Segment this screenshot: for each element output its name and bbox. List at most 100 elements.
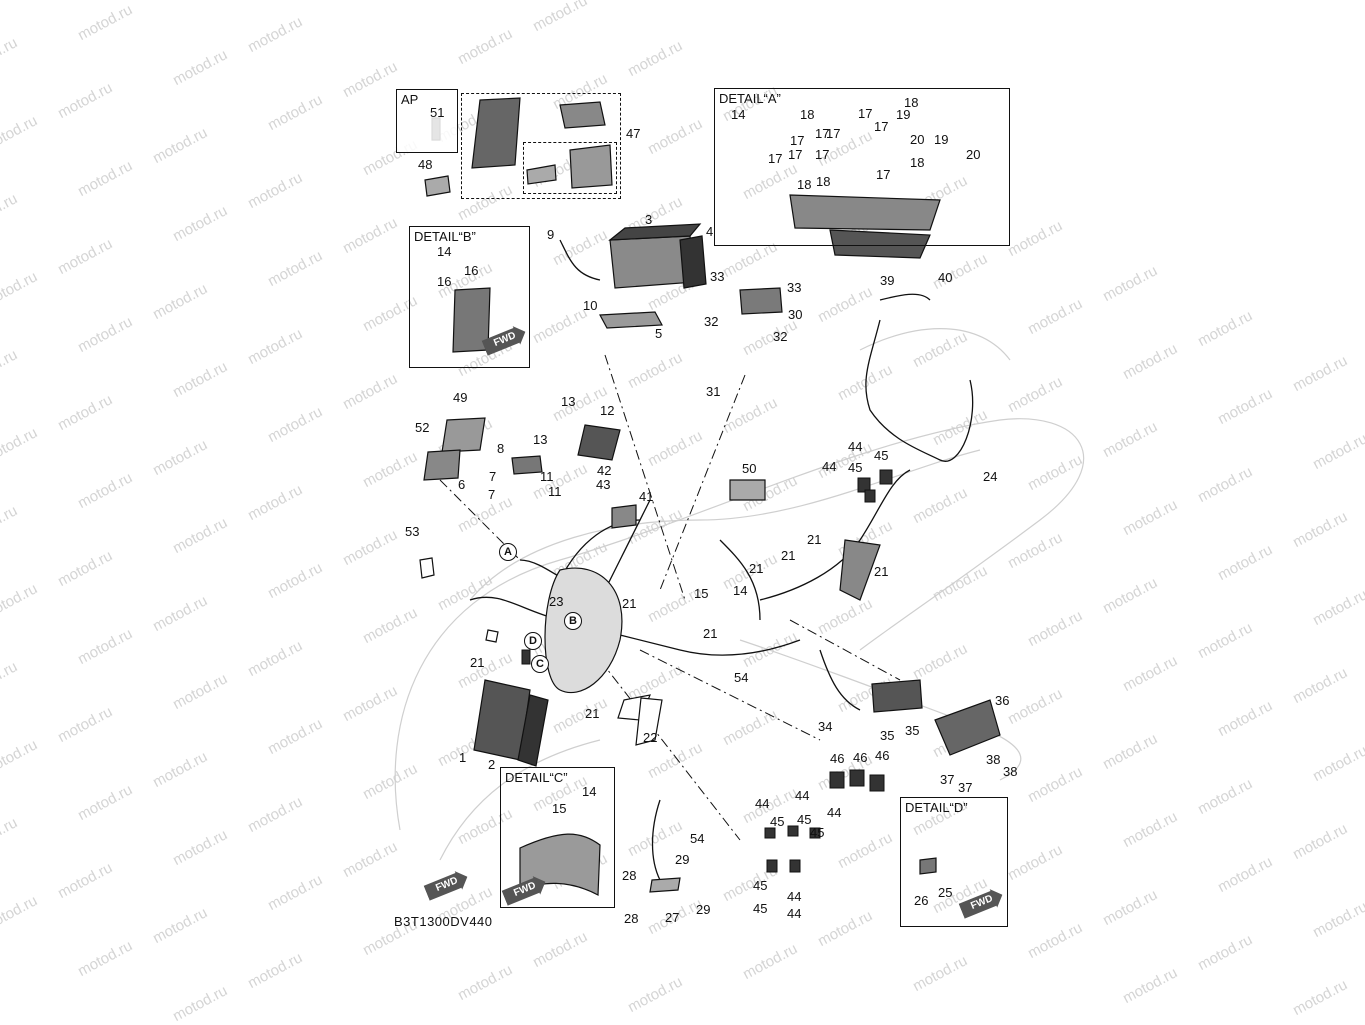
detail-a-box: DETAIL“A”	[714, 88, 1010, 246]
detail-c-title: DETAIL“C”	[505, 770, 568, 785]
callout-21: 21	[874, 564, 889, 579]
callout-44: 44	[822, 459, 837, 474]
detail-d-title: DETAIL“D”	[905, 800, 968, 815]
detail-a-callout-19: 19	[896, 107, 911, 122]
detail-a-callout-18: 18	[800, 107, 815, 122]
detail-a-callout-19: 19	[934, 132, 949, 147]
callout-45: 45	[797, 812, 812, 827]
callout-3: 3	[645, 212, 653, 227]
callout-6: 6	[458, 477, 466, 492]
callout-4: 4	[706, 224, 714, 239]
marker-a: A	[499, 543, 517, 561]
callout-45: 45	[753, 901, 768, 916]
kit-47-subgroup-outline	[523, 142, 617, 194]
callout-46: 46	[875, 748, 890, 763]
callout-28: 28	[624, 911, 639, 926]
callout-49: 49	[453, 390, 468, 405]
marker-c: C	[531, 655, 549, 673]
detail-a-callout-20: 20	[966, 147, 981, 162]
callout-28: 28	[622, 868, 637, 883]
callout-21: 21	[622, 596, 637, 611]
callout-12: 12	[600, 403, 615, 418]
callout-40: 40	[938, 270, 953, 285]
callout-29: 29	[696, 902, 711, 917]
callout-35: 35	[880, 728, 895, 743]
callout-39: 39	[880, 273, 895, 288]
callout-45: 45	[848, 460, 863, 475]
callout-21: 21	[703, 626, 718, 641]
detail-b-title: DETAIL“B”	[414, 229, 476, 244]
detail-a-callout-17: 17	[874, 119, 889, 134]
detail-b-callout-14: 14	[437, 244, 452, 259]
callout-48: 48	[418, 157, 433, 172]
diagram-code: B3T1300DV440	[394, 914, 493, 929]
detail-b-callout-16: 16	[464, 263, 479, 278]
callout-44: 44	[848, 439, 863, 454]
detail-a-callout-17: 17	[876, 167, 891, 182]
callout-47: 47	[626, 126, 641, 141]
callout-21: 21	[749, 561, 764, 576]
detail-a-callout-18: 18	[904, 95, 919, 110]
callout-33: 33	[787, 280, 802, 295]
marker-b: B	[564, 612, 582, 630]
callout-34: 34	[818, 719, 833, 734]
callout-30: 30	[788, 307, 803, 322]
callout-5: 5	[655, 326, 663, 341]
detail-d-callout-26: 26	[914, 893, 929, 908]
detail-b-callout-16: 16	[437, 274, 452, 289]
callout-54: 54	[734, 670, 749, 685]
callout-44: 44	[787, 889, 802, 904]
callout-38: 38	[1003, 764, 1018, 779]
callout-21: 21	[470, 655, 485, 670]
detail-a-callout-17: 17	[815, 126, 830, 141]
callout-31: 31	[706, 384, 721, 399]
detail-b-box: DETAIL“B”	[409, 226, 530, 368]
callout-1: 1	[459, 750, 467, 765]
callout-45: 45	[753, 878, 768, 893]
detail-a-callout-17: 17	[788, 147, 803, 162]
callout-46: 46	[830, 751, 845, 766]
callout-21: 21	[585, 706, 600, 721]
detail-d-box: DETAIL“D”	[900, 797, 1008, 927]
callout-10: 10	[583, 298, 598, 313]
callout-21: 21	[781, 548, 796, 563]
callout-13: 13	[561, 394, 576, 409]
callout-50: 50	[742, 461, 757, 476]
callout-9: 9	[547, 227, 555, 242]
marker-d: D	[524, 632, 542, 650]
callout-33: 33	[710, 269, 725, 284]
callout-51: 51	[430, 105, 445, 120]
callout-42: 42	[597, 463, 612, 478]
callout-22: 22	[643, 730, 658, 745]
callout-53: 53	[405, 524, 420, 539]
callout-15: 15	[694, 586, 709, 601]
callout-44: 44	[795, 788, 810, 803]
callout-32: 32	[773, 329, 788, 344]
callout-44: 44	[787, 906, 802, 921]
callout-35: 35	[905, 723, 920, 738]
detail-d-callout-25: 25	[938, 885, 953, 900]
callout-7: 7	[489, 469, 497, 484]
detail-a-callout-20: 20	[910, 132, 925, 147]
callout-46: 46	[853, 750, 868, 765]
callout-29: 29	[675, 852, 690, 867]
callout-13: 13	[533, 432, 548, 447]
callout-24: 24	[983, 469, 998, 484]
ap-title: AP	[401, 92, 419, 107]
detail-a-callout-18: 18	[816, 174, 831, 189]
detail-a-callout-17: 17	[858, 106, 873, 121]
detail-a-callout-17: 17	[768, 151, 783, 166]
callout-27: 27	[665, 910, 680, 925]
callout-45: 45	[810, 825, 825, 840]
callout-52: 52	[415, 420, 430, 435]
callout-11: 11	[540, 469, 554, 484]
callout-32: 32	[704, 314, 719, 329]
callout-37: 37	[940, 772, 955, 787]
callout-38: 38	[986, 752, 1001, 767]
callout-23: 23	[549, 594, 564, 609]
callout-44: 44	[827, 805, 842, 820]
detail-a-callout-17: 17	[815, 147, 830, 162]
detail-a-callout-17: 17	[826, 126, 841, 141]
callout-11: 11	[548, 484, 562, 499]
